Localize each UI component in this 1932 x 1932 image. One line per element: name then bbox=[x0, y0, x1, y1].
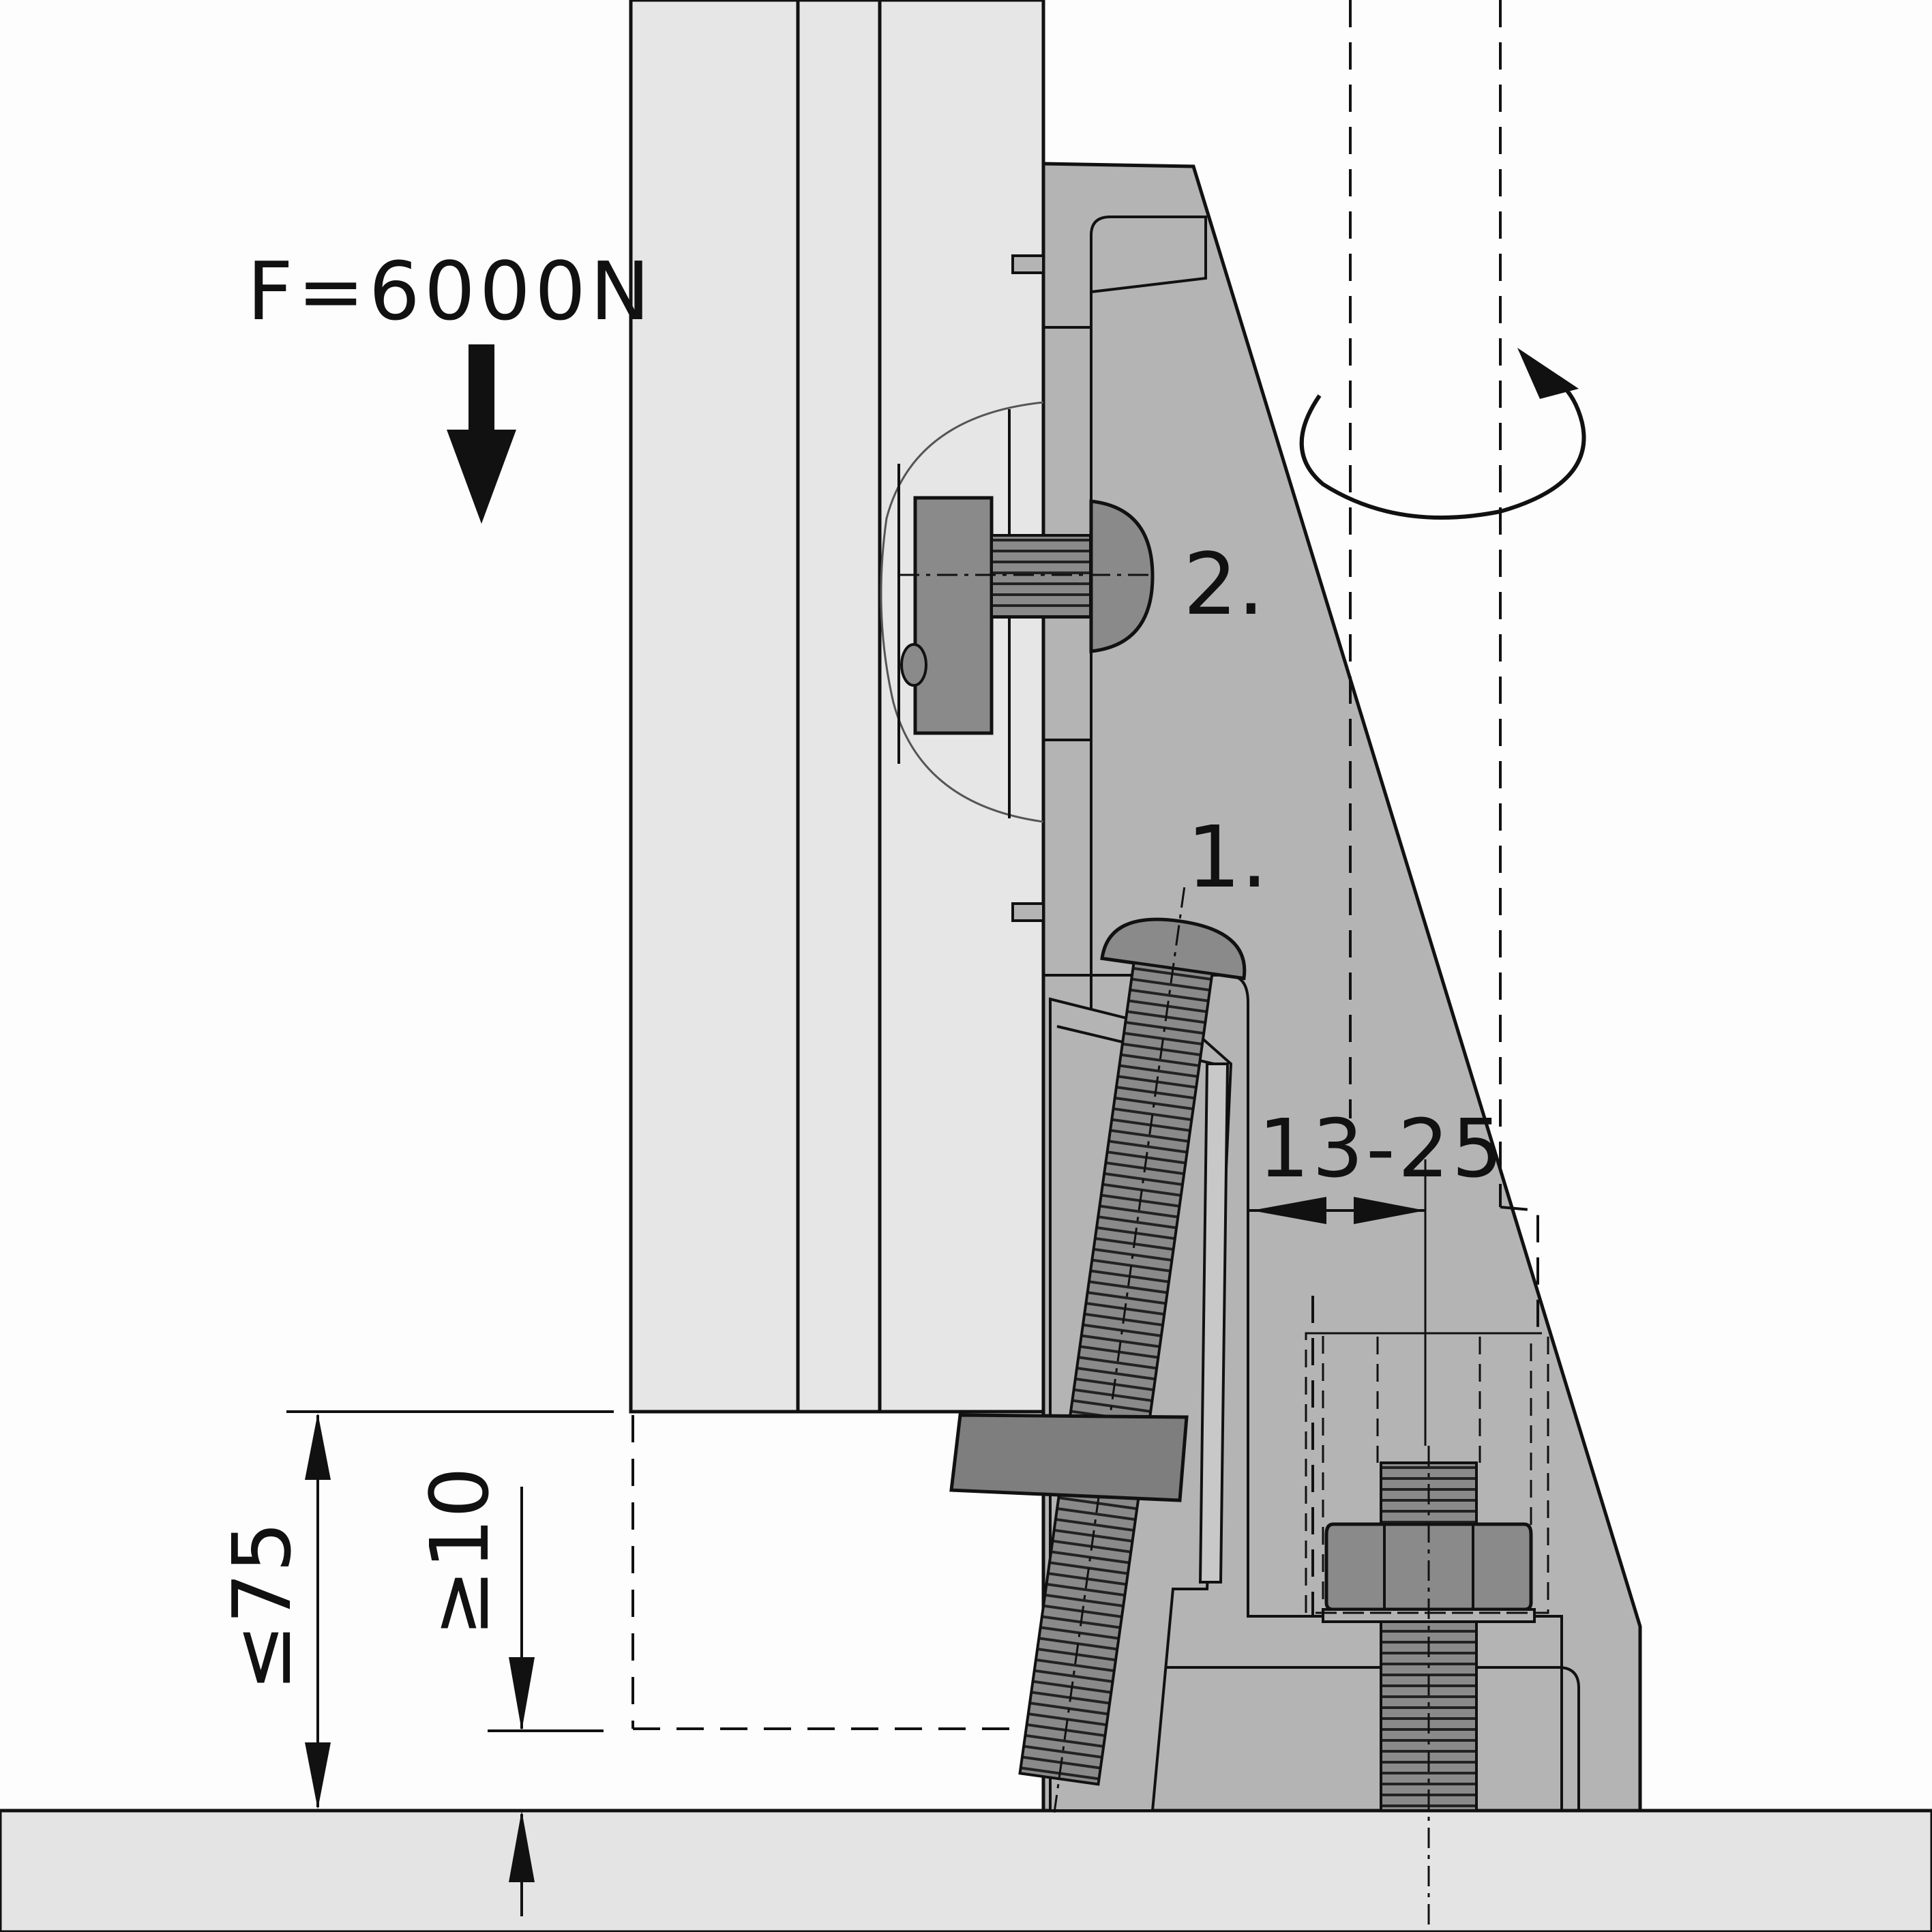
gap-range-label: 13-25 bbox=[1258, 1101, 1506, 1195]
dimension-gap bbox=[1248, 1159, 1427, 1446]
force-arrow bbox=[447, 344, 516, 524]
bracket-tabs bbox=[1011, 254, 1045, 922]
rotation-profile-dashed bbox=[1311, 0, 1539, 1616]
screw-1-assembly bbox=[949, 887, 1247, 1813]
rotation-arrow bbox=[1299, 348, 1586, 520]
step-1-label: 1. bbox=[1187, 808, 1268, 907]
t-slot-nut bbox=[913, 496, 994, 735]
screw-2-assembly bbox=[880, 401, 1155, 823]
screw-1-head bbox=[1100, 917, 1247, 981]
step-2-label: 2. bbox=[1183, 535, 1264, 634]
dimension-min-height bbox=[488, 1487, 604, 1916]
wedge-block bbox=[949, 1413, 1189, 1502]
anchor-bolt-assembly bbox=[1305, 1332, 1549, 1932]
profile-dashed-outline bbox=[631, 1415, 1040, 1730]
screw-2-thread bbox=[990, 534, 1092, 619]
screw-2-head bbox=[1089, 499, 1155, 653]
min-height-label: ≥10 bbox=[413, 1467, 507, 1637]
max-height-label: ≤75 bbox=[215, 1521, 309, 1691]
force-label: F=6000N bbox=[247, 244, 654, 338]
floor-slab bbox=[0, 1809, 1932, 1932]
dimension-max-height bbox=[286, 1410, 614, 1809]
